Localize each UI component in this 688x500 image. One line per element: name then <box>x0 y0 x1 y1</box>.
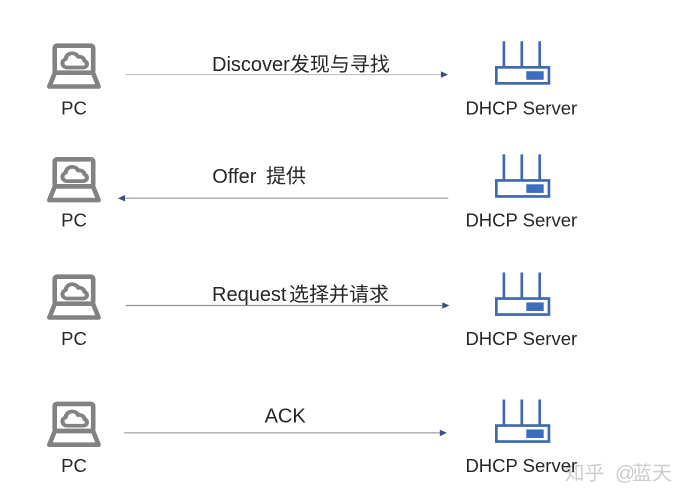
svg-text:DHCP Server: DHCP Server <box>465 455 577 476</box>
svg-text:Discover: Discover <box>212 54 290 76</box>
svg-text:ACK: ACK <box>265 406 307 428</box>
svg-text:PC: PC <box>61 328 87 349</box>
svg-text:PC: PC <box>61 209 87 230</box>
svg-text:DHCP Server: DHCP Server <box>465 328 577 349</box>
svg-text:PC: PC <box>61 98 87 119</box>
svg-text:Request: Request <box>212 284 287 306</box>
svg-text:DHCP Server: DHCP Server <box>465 98 577 119</box>
svg-text:PC: PC <box>61 455 87 476</box>
svg-text:DHCP Server: DHCP Server <box>465 209 577 230</box>
svg-text:Offer: Offer <box>212 166 256 188</box>
svg-text:@: @ <box>615 463 635 485</box>
